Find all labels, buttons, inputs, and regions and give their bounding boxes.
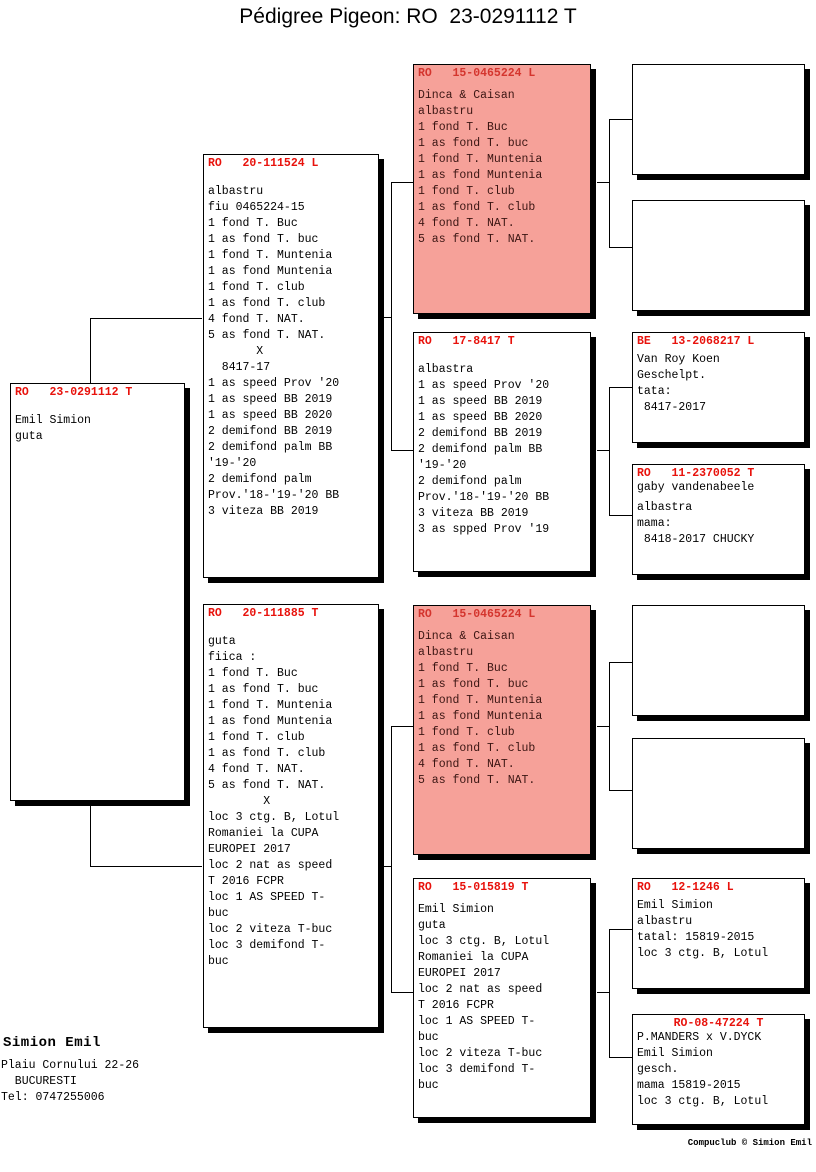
great-grandparent-7-box[interactable]: RO 12-1246 L Emil Simion albastru tatal:… bbox=[632, 878, 805, 989]
connector-father-stub bbox=[379, 317, 392, 319]
connector-mgf-to-ggp6 bbox=[609, 790, 632, 792]
mother-details: guta fiica : 1 fond T. Buc 1 as fond T. … bbox=[208, 635, 340, 968]
paternal-grandfather-details: Dinca & Caisan albastru 1 fond T. Buc 1 … bbox=[418, 89, 543, 246]
great-grandparent-7-ring-number: RO 12-1246 L bbox=[637, 881, 734, 894]
connector-subject-to-father bbox=[90, 318, 202, 320]
great-grandparent-6-box[interactable] bbox=[632, 738, 805, 849]
maternal-grandmother-box[interactable]: RO 15-015819 T Emil Simion guta loc 3 ct… bbox=[413, 878, 591, 1118]
connector-father-to-pgm bbox=[391, 450, 413, 452]
maternal-grandmother-details: Emil Simion guta loc 3 ctg. B, Lotul Rom… bbox=[418, 903, 550, 1092]
great-grandparent-4-breeder: gaby vandenabeele bbox=[637, 481, 755, 494]
connector-mother-vertical bbox=[391, 726, 393, 992]
great-grandparent-5-box[interactable] bbox=[632, 605, 805, 716]
connector-pgm-to-ggp3 bbox=[609, 387, 632, 389]
great-grandparent-6-details bbox=[633, 741, 804, 749]
connector-mother-stub bbox=[379, 866, 392, 868]
maternal-grandfather-details: Dinca & Caisan albastru 1 fond T. Buc 1 … bbox=[418, 630, 543, 787]
paternal-grandmother-box[interactable]: RO 17-8417 T albastra 1 as speed Prov '2… bbox=[413, 332, 591, 572]
great-grandparent-8-box[interactable]: RO-08-47224 T P.MANDERS x V.DYCK Emil Si… bbox=[632, 1014, 805, 1125]
paternal-grandmother-ring-number: RO 17-8417 T bbox=[418, 335, 515, 348]
connector-pgf-stub bbox=[597, 182, 610, 184]
maternal-grandfather-ring-number: RO 15-0465224 L bbox=[418, 608, 536, 621]
subject-ring-number: RO 23-0291112 T bbox=[15, 386, 133, 399]
father-ring-number: RO 20-111524 L bbox=[208, 157, 319, 170]
connector-father-to-pgf bbox=[391, 182, 413, 184]
mother-box[interactable]: RO 20-111885 T guta fiica : 1 fond T. Bu… bbox=[203, 604, 379, 1028]
copyright-notice: Compuclub © Simion Emil bbox=[687, 1138, 812, 1148]
great-grandparent-1-details bbox=[633, 67, 804, 75]
maternal-grandfather-box[interactable]: RO 15-0465224 L Dinca & Caisan albastru … bbox=[413, 605, 591, 855]
great-grandparent-3-details: Van Roy Koen Geschelpt. tata: 8417-2017 bbox=[637, 353, 720, 414]
connector-mother-to-mgm bbox=[391, 992, 413, 994]
great-grandparent-5-details bbox=[633, 608, 804, 616]
great-grandparent-7-details: Emil Simion albastru tatal: 15819-2015 l… bbox=[637, 899, 769, 960]
great-grandparent-3-box[interactable]: BE 13-2068217 L Van Roy Koen Geschelpt. … bbox=[632, 332, 805, 443]
father-box[interactable]: RO 20-111524 L albastru fiu 0465224-15 1… bbox=[203, 154, 379, 578]
connector-mgf-stub bbox=[597, 726, 610, 728]
great-grandparent-1-box[interactable] bbox=[632, 64, 805, 175]
owner-address: Plaiu Cornului 22-26 BUCURESTI Tel: 0747… bbox=[1, 1059, 140, 1104]
connector-mgm-to-ggp7 bbox=[609, 929, 632, 931]
great-grandparent-8-details: P.MANDERS x V.DYCK Emil Simion gesch. ma… bbox=[637, 1031, 769, 1108]
subject-box[interactable]: RO 23-0291112 T Emil Simion guta bbox=[10, 383, 185, 801]
owner-name: Simion Emil bbox=[3, 1035, 101, 1051]
mother-ring-number: RO 20-111885 T bbox=[208, 607, 319, 620]
great-grandparent-3-ring-number: BE 13-2068217 L bbox=[637, 335, 755, 348]
connector-mgm-to-ggp8 bbox=[609, 1057, 632, 1059]
connector-pgm-to-ggp4 bbox=[609, 515, 632, 517]
connector-subject-to-mother bbox=[90, 866, 202, 868]
subject-details: Emil Simion guta bbox=[15, 414, 91, 443]
maternal-grandmother-ring-number: RO 15-015819 T bbox=[418, 881, 529, 894]
paternal-grandmother-details: albastra 1 as speed Prov '20 1 as speed … bbox=[418, 363, 550, 536]
great-grandparent-4-ring-number: RO 11-2370052 T bbox=[637, 467, 755, 480]
connector-mgf-to-ggp5 bbox=[609, 662, 632, 664]
great-grandparent-4-details: albastra mama: 8418-2017 CHUCKY bbox=[637, 501, 755, 546]
great-grandparent-2-box[interactable] bbox=[632, 200, 805, 311]
connector-pgf-to-ggp1 bbox=[609, 119, 632, 121]
connector-pgm-stub bbox=[597, 450, 610, 452]
great-grandparent-4-box[interactable]: RO 11-2370052 T gaby vandenabeele albast… bbox=[632, 464, 805, 575]
paternal-grandfather-box[interactable]: RO 15-0465224 L Dinca & Caisan albastru … bbox=[413, 64, 591, 314]
connector-mother-to-mgf bbox=[391, 726, 413, 728]
connector-father-vertical bbox=[391, 182, 393, 451]
great-grandparent-8-ring-number: RO-08-47224 T bbox=[673, 1017, 764, 1030]
page-title: Pédigree Pigeon: RO 23-0291112 T bbox=[239, 5, 577, 28]
paternal-grandfather-ring-number: RO 15-0465224 L bbox=[418, 67, 536, 80]
father-details: albastru fiu 0465224-15 1 fond T. Buc 1 … bbox=[208, 185, 340, 518]
great-grandparent-2-details bbox=[633, 203, 804, 211]
connector-pgf-to-ggp2 bbox=[609, 247, 632, 249]
connector-mgm-stub bbox=[597, 992, 610, 994]
